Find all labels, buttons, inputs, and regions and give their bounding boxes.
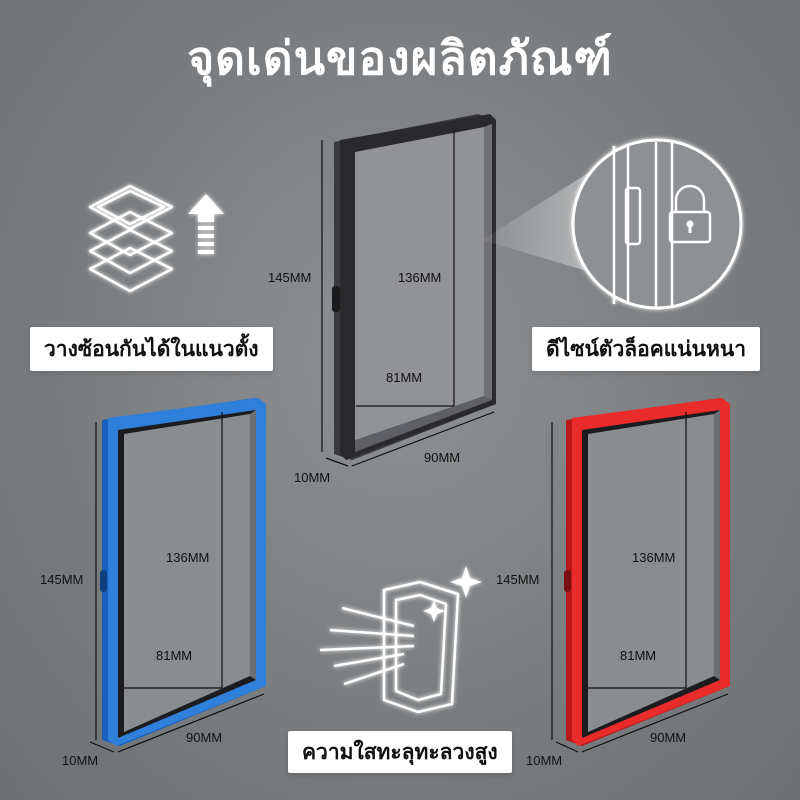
black-height-label: 145MM	[268, 270, 312, 285]
light-rays-icon	[319, 606, 415, 686]
red-inner-width-label: 81MM	[620, 648, 657, 663]
feature-stacking-label: วางซ้อนกันได้ในแนวตั้ง	[30, 327, 273, 371]
red-height-label: 145MM	[496, 572, 540, 587]
red-width-label: 90MM	[650, 730, 687, 745]
dimension-lines	[89, 132, 729, 753]
transparent-frame-icon	[382, 580, 460, 714]
black-inner-height-label: 136MM	[398, 270, 442, 285]
black-inner-width-label: 81MM	[386, 370, 423, 385]
red-inner-height-label: 136MM	[632, 550, 676, 565]
black-frame	[332, 114, 496, 460]
blue-height-label: 145MM	[40, 572, 84, 587]
feature-transparency-label: ความใสทะลุทะลวงสูง	[288, 731, 512, 773]
blue-frame	[100, 398, 266, 746]
black-width-label: 90MM	[424, 450, 461, 465]
sparkle-icon	[423, 566, 482, 622]
feature-lock-label: ดีไซน์ตัวล็อคแน่นหนา	[532, 327, 761, 371]
red-depth-label: 10MM	[526, 753, 563, 768]
blue-width-label: 90MM	[186, 730, 223, 745]
red-frame	[564, 398, 730, 746]
black-depth-label: 10MM	[294, 470, 331, 485]
blue-inner-width-label: 81MM	[156, 648, 193, 663]
padlock-icon	[571, 138, 743, 310]
stacked-layers-icon	[88, 184, 174, 293]
blue-depth-label: 10MM	[62, 753, 99, 768]
blue-inner-height-label: 136MM	[166, 550, 210, 565]
arrow-up-icon	[188, 194, 224, 254]
page-title: จุดเด่นของผลิตภัณฑ์	[187, 31, 613, 85]
lock-zoom-cone	[482, 168, 604, 276]
